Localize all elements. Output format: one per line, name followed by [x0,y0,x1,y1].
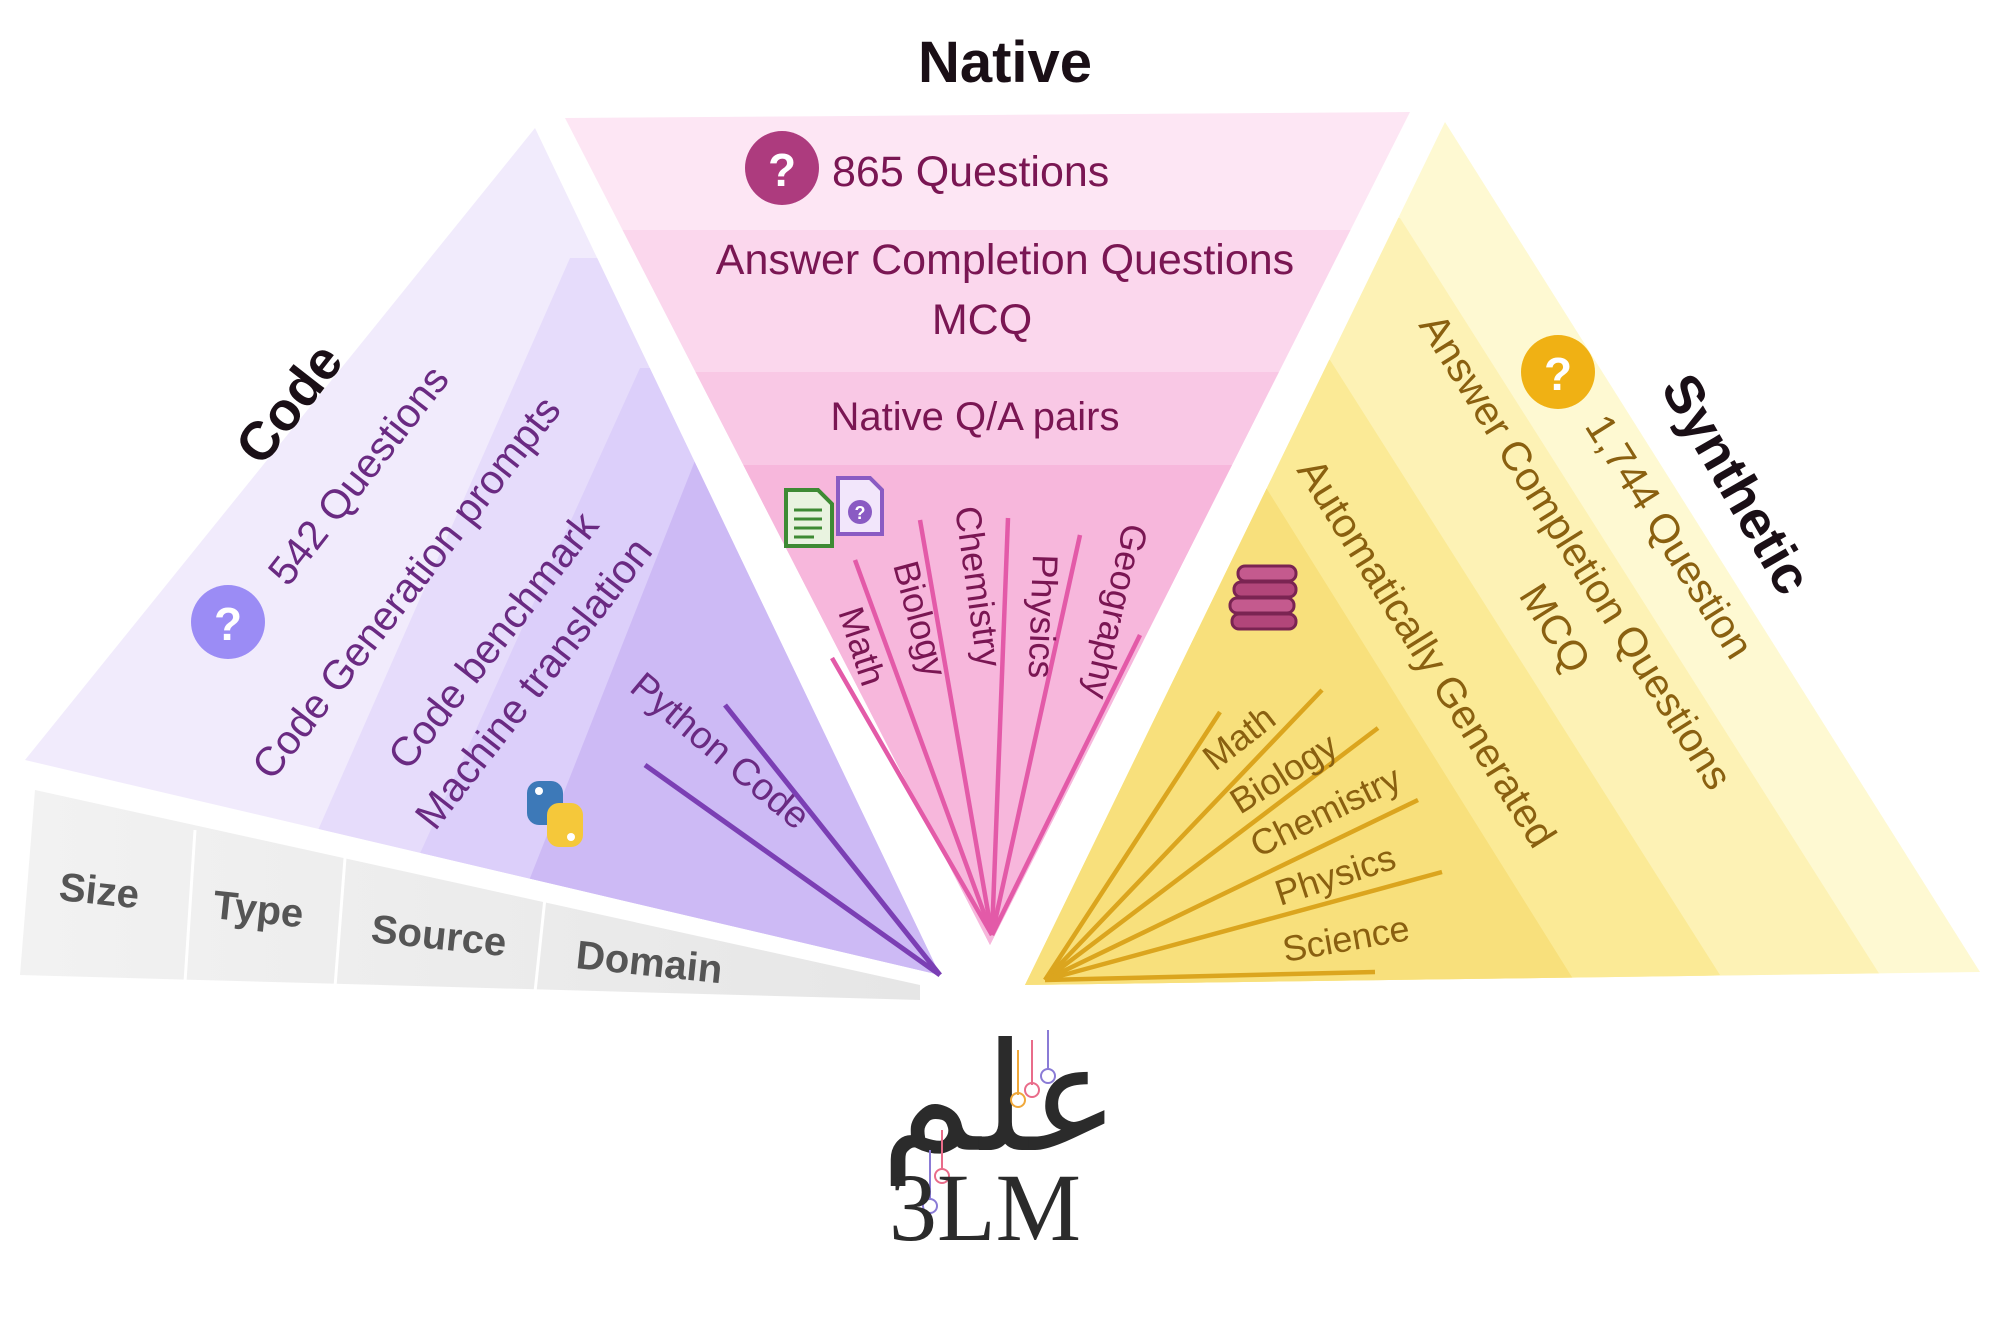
native-domain-physics: Physics [1021,554,1066,679]
legend-size: Size [57,865,141,917]
native-ray [830,656,994,937]
native-ray [989,517,1011,936]
native-type-label-2: MCQ [932,296,1032,344]
synthetic-ray [1043,710,1222,982]
synthetic-ray [1043,688,1324,982]
native-source-label: Native Q/A pairs [830,395,1119,439]
synthetic-rays [1043,688,1443,983]
svg-text:?: ? [214,598,242,650]
synthetic-ray [1044,969,1376,983]
legend-type: Type [211,883,305,936]
code-band-domain [470,448,940,975]
native-type-label-1: Answer Completion Questions [716,236,1294,284]
synthetic-ray [1043,726,1380,982]
svg-text:?: ? [855,503,866,523]
3lm-logo: علم 3LM [881,1014,1120,1261]
logo-latin-wordmark: 3LM [889,1154,1081,1261]
question-badge-icon: ? [745,131,819,205]
document-question-icon: ? [836,476,884,536]
native-ray [989,534,1083,936]
svg-text:?: ? [1544,348,1572,400]
legend-fan: Size Type Source Domain [20,790,920,1000]
native-ray [989,634,1143,936]
code-ray [723,703,942,977]
native-rays [830,517,1143,937]
native-ray [852,559,995,936]
python-logo-icon [527,781,583,847]
code-ray [643,762,942,978]
synthetic-ray [1044,869,1443,983]
books-icon [1228,564,1298,631]
question-badge-icon: ? [1521,335,1595,409]
native-size-label: 865 Questions [832,148,1109,196]
lightbulb-icon [922,1030,1056,1214]
code-rays [643,703,942,978]
legend-band [20,790,920,1000]
logo-arabic-wordmark: علم [881,1014,1120,1186]
document-icon [784,488,834,548]
synthetic-ray [1044,797,1419,983]
question-badge-icon: ? [191,585,265,659]
native-ray [917,519,995,936]
native-title: Native [918,30,1092,95]
svg-text:?: ? [768,144,796,196]
